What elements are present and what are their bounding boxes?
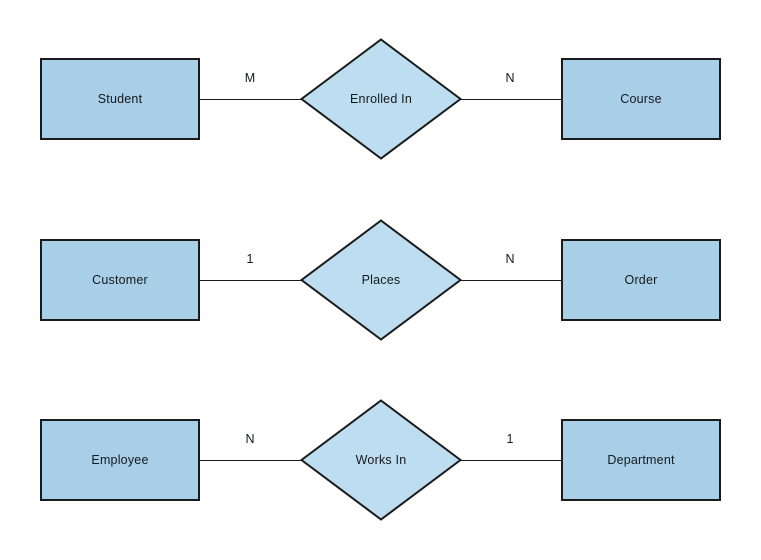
entity-label: Department xyxy=(607,452,675,467)
er-relationship-row: Student M Enrolled In N Course xyxy=(0,0,761,180)
entity-box-left[interactable]: Student xyxy=(40,58,200,140)
connector-line-left xyxy=(200,280,301,281)
connector-line-left xyxy=(200,460,301,461)
entity-label: Order xyxy=(624,272,658,287)
cardinality-label-left: 1 xyxy=(246,252,254,266)
entity-box-left[interactable]: Employee xyxy=(40,419,200,501)
connector-line-left xyxy=(200,99,301,100)
entity-box-right[interactable]: Order xyxy=(561,239,721,321)
connector-line-right xyxy=(460,280,562,281)
entity-label: Customer xyxy=(92,272,148,287)
cardinality-label-right: N xyxy=(505,71,515,85)
cardinality-label-right: 1 xyxy=(506,432,514,446)
er-relationship-row: Employee N Works In 1 Department xyxy=(0,361,761,541)
diamond-shape-icon xyxy=(300,399,462,521)
relationship-diamond[interactable]: Places xyxy=(300,219,462,341)
entity-box-right[interactable]: Department xyxy=(561,419,721,501)
diamond-shape-icon xyxy=(300,219,462,341)
relationship-diamond[interactable]: Works In xyxy=(300,399,462,521)
er-relationship-row: Customer 1 Places N Order xyxy=(0,181,761,361)
diamond-shape-icon xyxy=(300,38,462,160)
connector-line-right xyxy=(460,99,562,100)
cardinality-label-left: M xyxy=(244,71,256,85)
entity-box-left[interactable]: Customer xyxy=(40,239,200,321)
connector-line-right xyxy=(460,460,562,461)
cardinality-label-left: N xyxy=(245,432,255,446)
entity-label: Employee xyxy=(91,452,149,467)
entity-label: Student xyxy=(97,91,143,106)
entity-box-right[interactable]: Course xyxy=(561,58,721,140)
relationship-diamond[interactable]: Enrolled In xyxy=(300,38,462,160)
entity-label: Course xyxy=(620,91,662,106)
cardinality-label-right: N xyxy=(505,252,515,266)
